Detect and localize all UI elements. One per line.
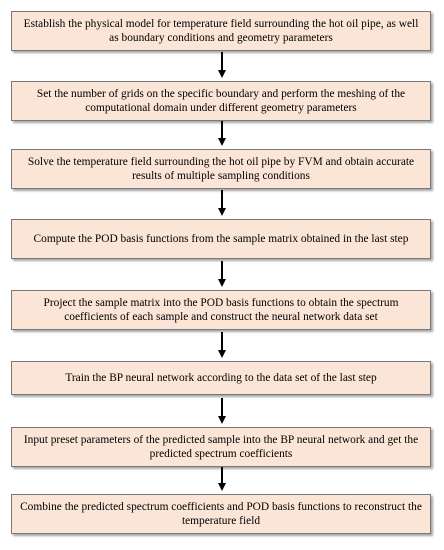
step-2-text: Set the number of grids on the specific … (36, 88, 406, 114)
step-4-text: Compute the POD basis functions from the… (33, 233, 409, 245)
step-5-box: Project the sample matrix into the POD b… (11, 290, 431, 330)
step-4-box: Compute the POD basis functions from the… (11, 219, 431, 259)
step-2-box: Set the number of grids on the specific … (11, 81, 431, 121)
step-7-box: Input preset parameters of the predicted… (11, 427, 431, 467)
step-7-text: Input preset parameters of the predicted… (23, 434, 419, 460)
step-3-box: Solve the temperature field surrounding … (11, 149, 431, 189)
step-6-box: Train the BP neural network according to… (11, 361, 431, 395)
step-6-text: Train the BP neural network according to… (65, 372, 377, 384)
step-3-text: Solve the temperature field surrounding … (27, 156, 415, 182)
step-1-box: Establish the physical model for tempera… (11, 11, 431, 51)
step-8-box: Combine the predicted spectrum coefficie… (11, 494, 431, 534)
step-5-text: Project the sample matrix into the POD b… (43, 297, 399, 323)
step-8-text: Combine the predicted spectrum coefficie… (20, 501, 422, 527)
step-1-text: Establish the physical model for tempera… (23, 18, 419, 44)
